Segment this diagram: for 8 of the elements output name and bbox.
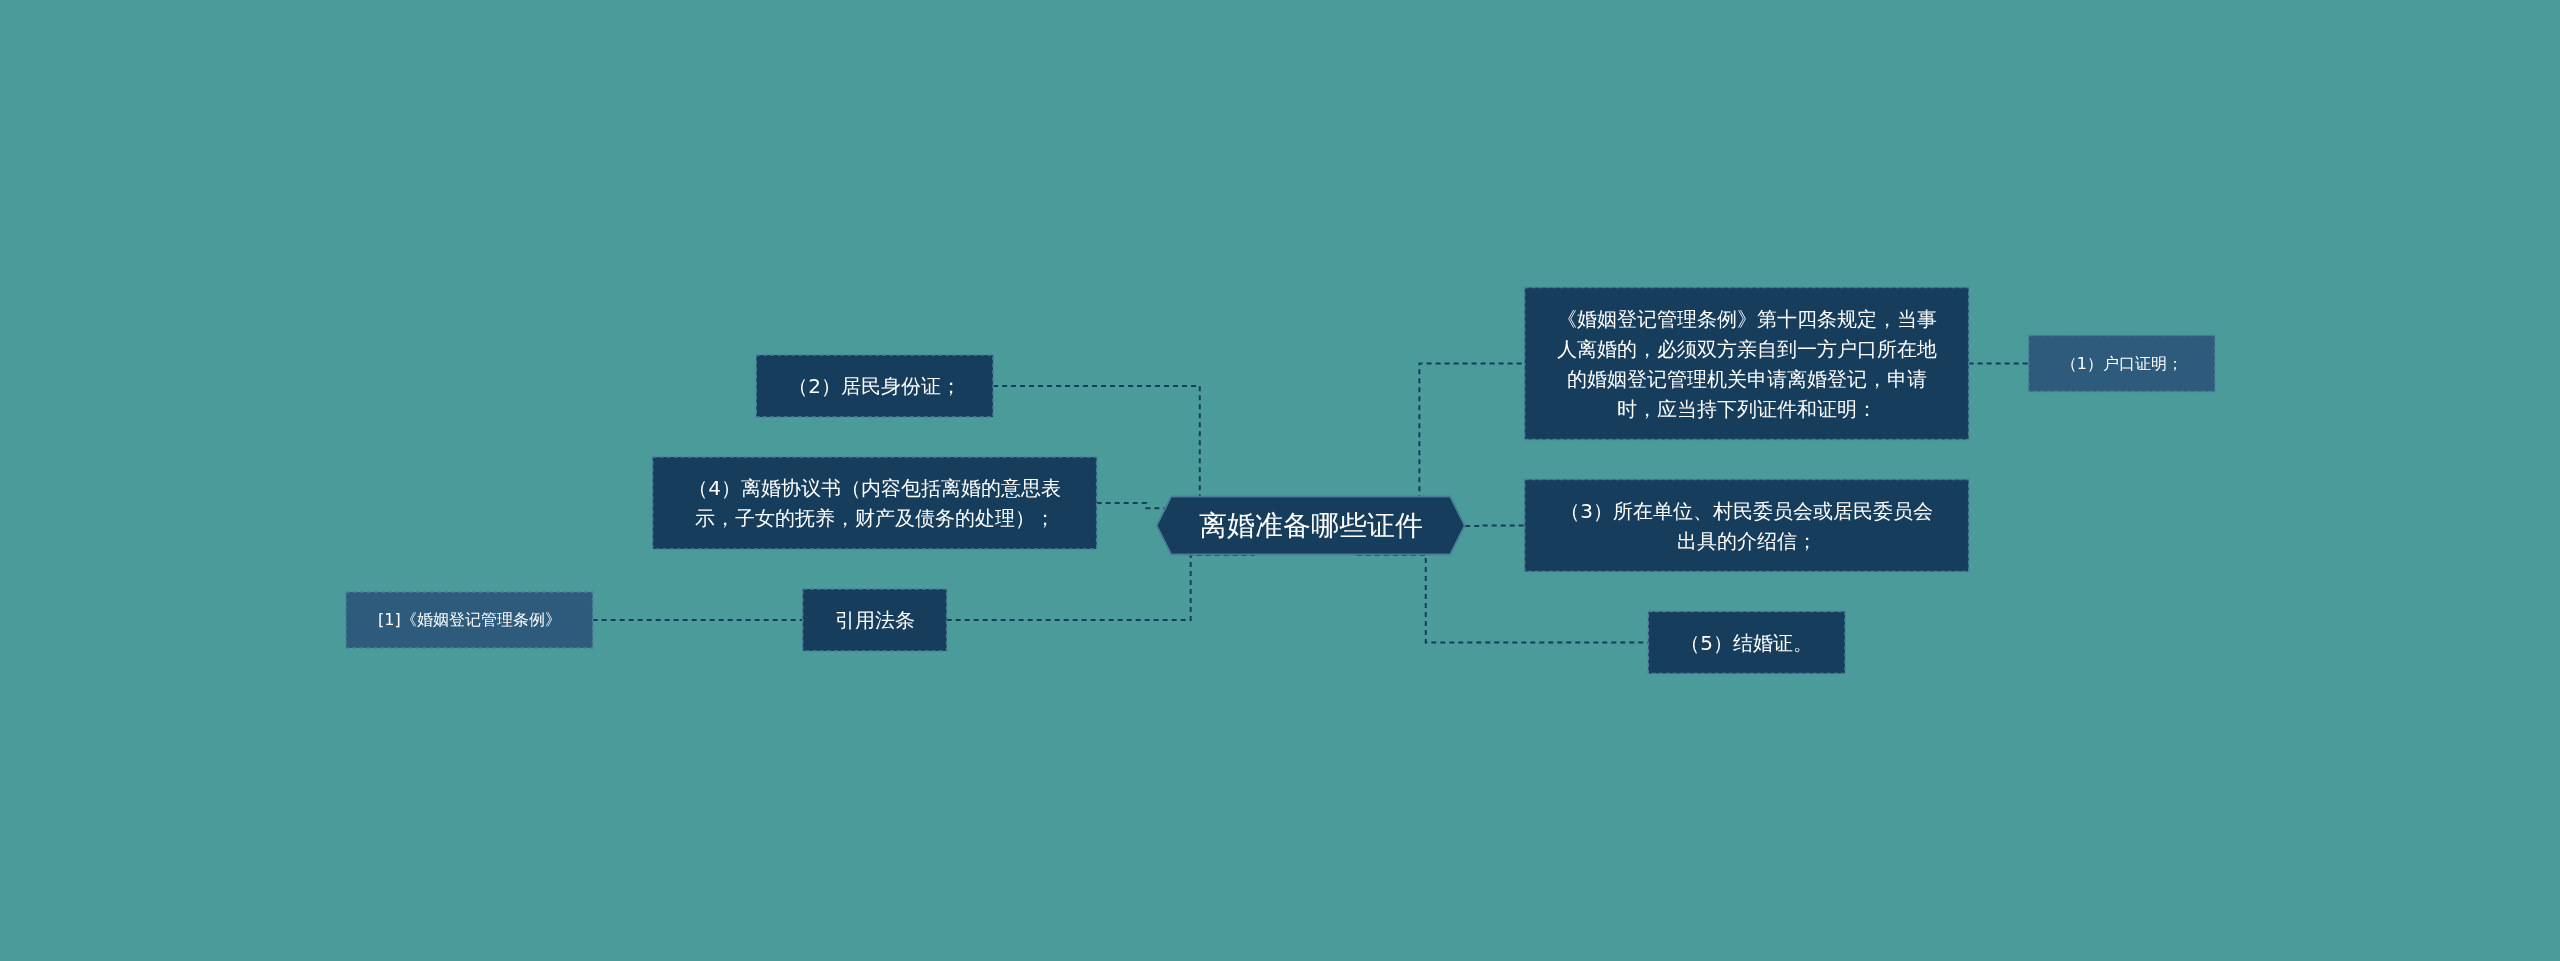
node-box: （2）居民身份证；: [755, 354, 994, 418]
node-box: [1]《婚姻登记管理条例》: [344, 591, 593, 649]
node-box: 引用法条: [801, 588, 947, 652]
node-box: 《婚姻登记管理条例》第十四条规定，当事人离婚的，必须双方亲自到一方户口所在地的婚姻登记管理机关申请离婚登记，申请时，应当持下列证件和证明：: [1523, 286, 1969, 441]
node-box: （1）户口证明；: [2027, 334, 2216, 393]
node-box: （5）结婚证。: [1647, 610, 1846, 675]
node-box: （3）所在单位、村民委员会或居民委员会出具的介绍信；: [1523, 478, 1969, 573]
node-box: （4）离婚协议书（内容包括离婚的意思表示，子女的抚养，财产及债务的处理）；: [651, 456, 1097, 550]
